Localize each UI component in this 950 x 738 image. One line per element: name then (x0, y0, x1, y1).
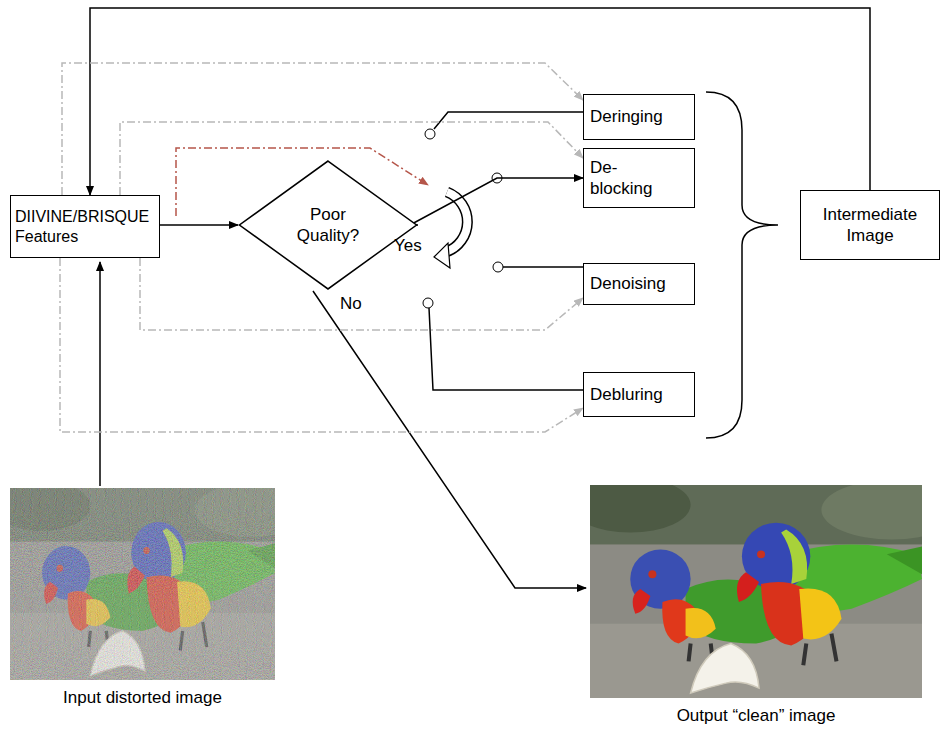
no-path (313, 291, 586, 588)
input-arrow (99, 262, 101, 486)
branch-label: Yes (394, 236, 422, 256)
branch-label: No (340, 294, 362, 314)
node-text: Deringing (590, 106, 688, 127)
input-image (0, 481, 307, 680)
node-text: Debluring (590, 384, 688, 405)
switch-wire (434, 112, 583, 129)
process-box: De- blocking (583, 148, 695, 208)
switch-wire (503, 266, 583, 268)
node-text: DIIVINE/BRISQUE Features (15, 207, 155, 247)
node-text: Intermediate Image (807, 204, 933, 247)
dashdot-connector (140, 258, 583, 330)
process-box: Deringing (583, 94, 695, 140)
switch-contact (425, 129, 435, 139)
flow-connector (160, 224, 238, 226)
process-box: Debluring (583, 372, 695, 417)
result-box: Intermediate Image (800, 190, 940, 260)
grouping-brace (706, 92, 778, 438)
image-caption: Output “clean” image (590, 706, 922, 726)
flow-connector (410, 178, 583, 225)
feature-box: DIIVINE/BRISQUE Features (10, 195, 160, 258)
switch-contact (493, 262, 503, 272)
diamond-outline (238, 160, 418, 290)
flow-connector (90, 8, 870, 195)
node-text: Poor Quality? (287, 204, 369, 247)
decision-diamond: Poor Quality? (238, 160, 418, 290)
output-image (570, 477, 950, 698)
process-box: Denoising (583, 263, 695, 305)
diamond-outline-path (239, 161, 416, 289)
image-caption: Input distorted image (10, 688, 275, 708)
switch-contact (423, 298, 433, 308)
node-text: De- blocking (590, 157, 662, 200)
switch-wire (429, 308, 583, 390)
node-text: Denoising (590, 273, 688, 294)
